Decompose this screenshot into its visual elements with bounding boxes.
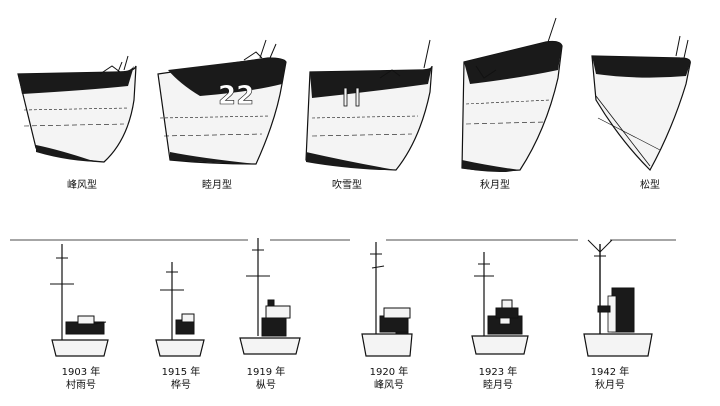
bow-hull-number: 22 [218, 81, 254, 111]
mast-year: 1919 年 [246, 367, 286, 378]
mast-caption-akizuki: 1942 年 秋月号 [570, 366, 650, 392]
mast-ship-name: 村雨号 [66, 380, 96, 391]
mast-profile-minekaze [361, 242, 413, 357]
bow-illustration-minekaze [17, 55, 137, 163]
bow-label-minekaze: 峰风型 [67, 180, 97, 191]
bow-label-matsu: 松型 [640, 180, 660, 191]
mast-ship-name: 峰风号 [374, 380, 404, 391]
bow-illustration-mutsuki [157, 39, 287, 165]
mast-ship-name: 桦号 [171, 380, 191, 391]
mast-caption-kaba: 1915 年 桦号 [141, 366, 221, 392]
mast-profile-momi [239, 238, 301, 355]
mast-caption-mutsuki: 1923 年 睦月号 [458, 366, 538, 392]
mast-year: 1915 年 [161, 367, 201, 378]
mast-ship-name: 枞号 [256, 380, 276, 391]
bow-illustration-matsu [591, 35, 691, 171]
mast-caption-momi: 1919 年 枞号 [226, 366, 306, 392]
bow-illustration-fubuki [305, 39, 433, 171]
mast-year: 1942 年 [590, 367, 630, 378]
bow-label-mutsuki: 睦月型 [202, 180, 232, 191]
bow-illustration-akizuki [461, 17, 563, 172]
mast-year: 1903 年 [61, 367, 101, 378]
mast-profile-murasame [50, 244, 109, 357]
mast-ship-name: 睦月号 [483, 380, 513, 391]
mast-profile-mutsuki [471, 252, 529, 355]
mast-caption-minekaze: 1920 年 峰风号 [349, 366, 429, 392]
mast-caption-murasame: 1903 年 村雨号 [41, 366, 121, 392]
bow-label-fubuki: 吹雪型 [332, 180, 362, 191]
mast-ship-name: 秋月号 [595, 380, 625, 391]
bow-label-akizuki: 秋月型 [480, 180, 510, 191]
mast-profile-kaba [155, 262, 205, 357]
mast-year: 1923 年 [478, 367, 518, 378]
mast-year: 1920 年 [369, 367, 409, 378]
mast-profile-akizuki [583, 239, 653, 357]
